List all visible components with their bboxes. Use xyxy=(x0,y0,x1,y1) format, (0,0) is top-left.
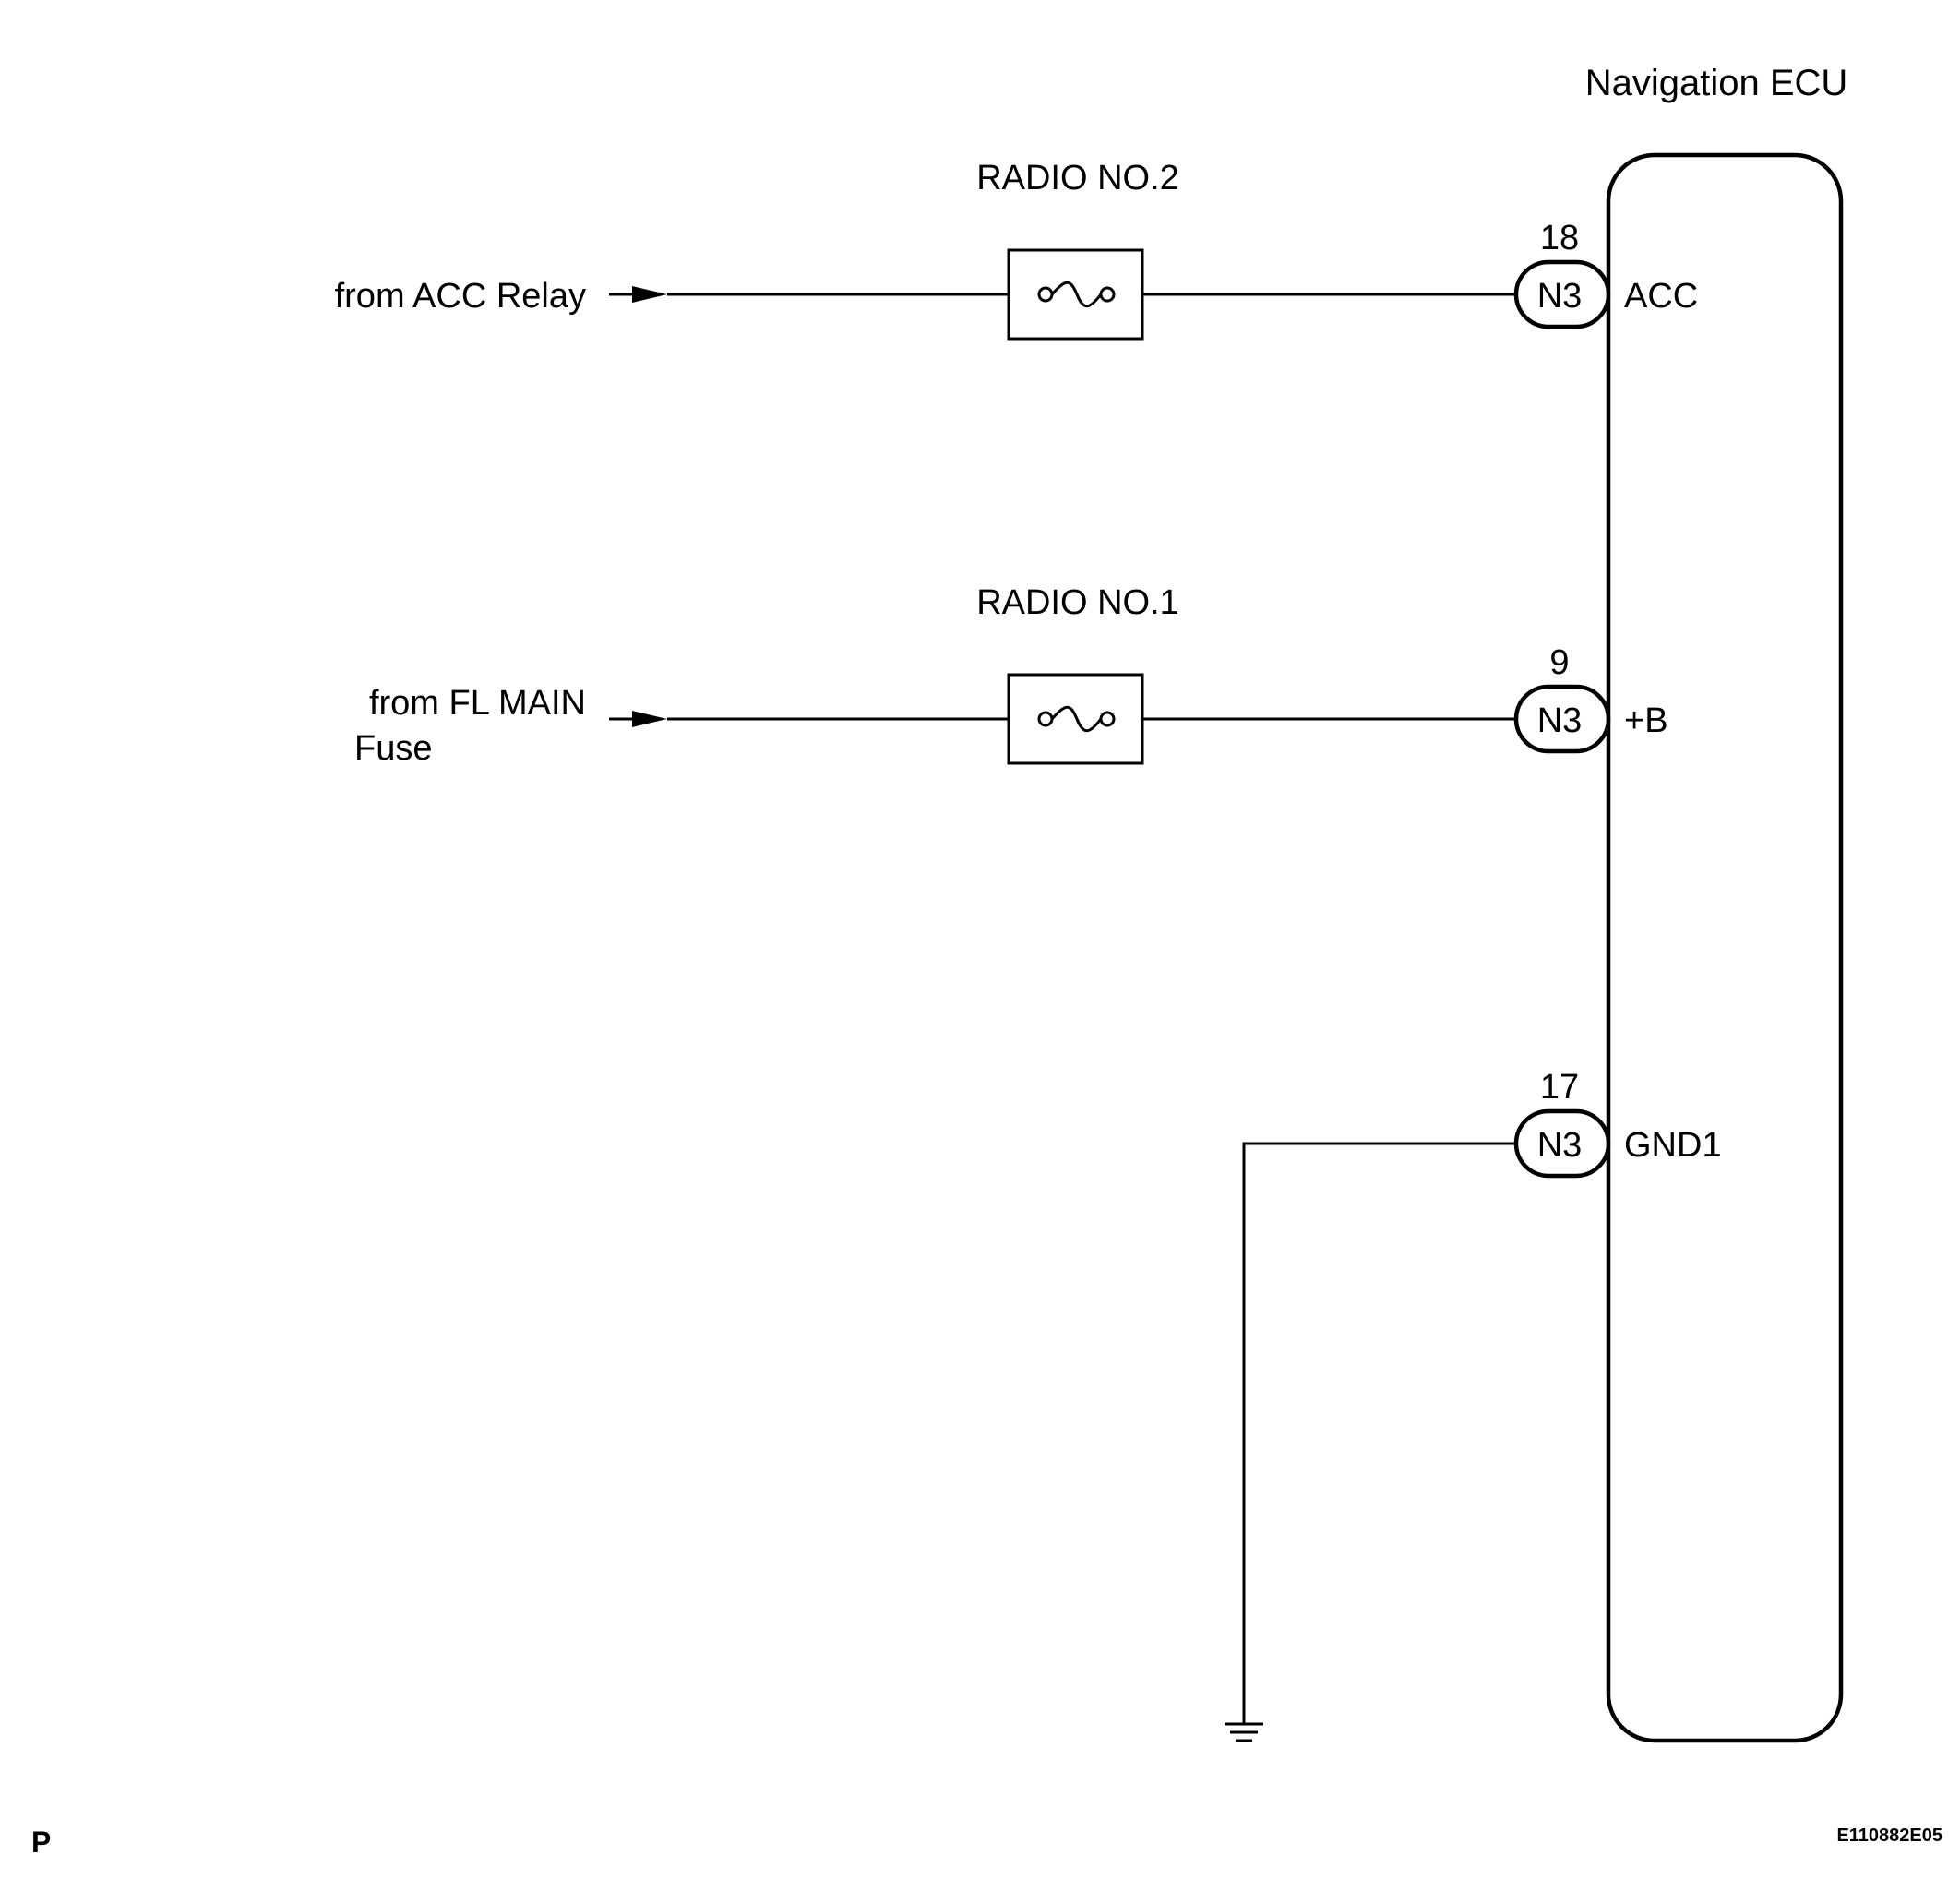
ground-icon xyxy=(1225,1722,1263,1742)
ground-circuit: N3 17 GND1 xyxy=(1225,1068,1722,1742)
acc-connector-label: N3 xyxy=(1537,277,1583,316)
ground-wire xyxy=(1242,1142,1516,1724)
page-mark: P xyxy=(31,1826,51,1859)
acc-connector xyxy=(1513,259,1611,329)
battery-connector xyxy=(1513,684,1611,754)
acc-terminal-label: ACC xyxy=(1624,277,1698,316)
ground-terminal-label: GND1 xyxy=(1624,1126,1722,1165)
battery-terminal-label: +B xyxy=(1624,701,1668,740)
battery-source-label-line2: Fuse xyxy=(354,729,432,768)
battery-source-label-line1: from FL MAIN xyxy=(369,684,586,723)
ground-connector-label: N3 xyxy=(1537,1126,1583,1165)
ecu-title: Navigation ECU xyxy=(1585,63,1848,103)
acc-fuse-label: RADIO NO.2 xyxy=(976,159,1179,198)
battery-arrow-icon xyxy=(632,711,667,727)
acc-fuse-icon xyxy=(1007,248,1144,341)
ground-connector xyxy=(1513,1108,1611,1179)
figure-code: E110882E05 xyxy=(1836,1826,1942,1846)
battery-connector-label: N3 xyxy=(1537,701,1583,740)
battery-pin-number: 9 xyxy=(1549,643,1569,682)
battery-circuit: from FL MAIN Fuse RADIO NO.1 N3 9 +B xyxy=(354,583,1668,768)
battery-fuse-icon xyxy=(1007,673,1144,765)
ecu-box xyxy=(1606,152,1844,1743)
acc-source-label: from ACC Relay xyxy=(335,277,586,316)
acc-arrow-icon xyxy=(632,286,667,303)
acc-pin-number: 18 xyxy=(1540,219,1579,257)
acc-circuit: from ACC Relay RADIO NO.2 N3 18 ACC xyxy=(335,159,1698,341)
battery-fuse-label: RADIO NO.1 xyxy=(976,583,1179,622)
ground-pin-number: 17 xyxy=(1540,1068,1579,1107)
